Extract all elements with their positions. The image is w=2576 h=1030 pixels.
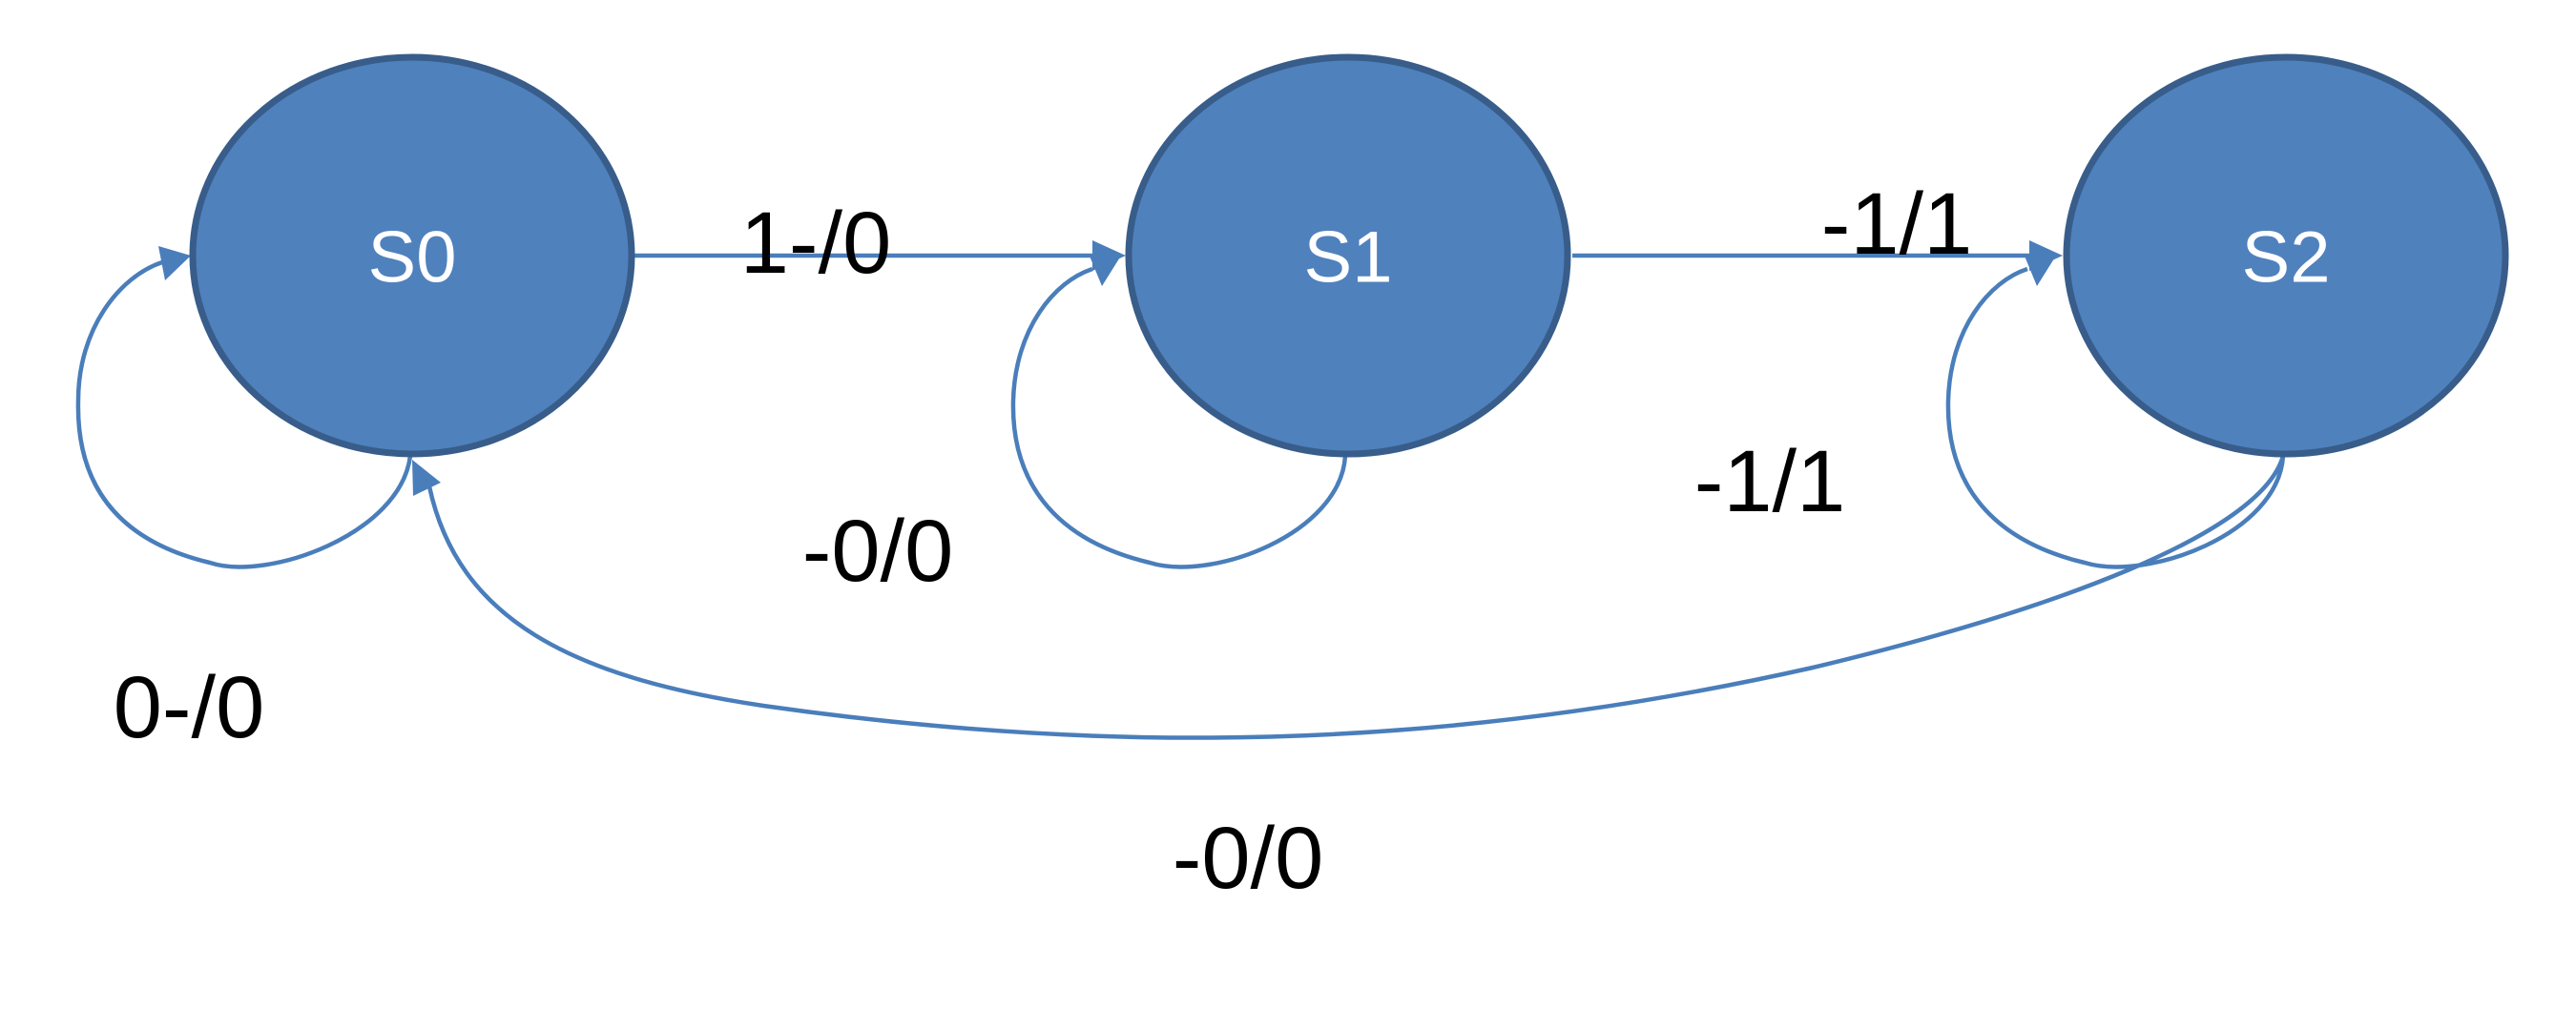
state-s1-circle bbox=[1125, 53, 1571, 458]
edge-s1-loop-arrowhead bbox=[1089, 254, 1121, 286]
edge-label-s2-s0: -0/0 bbox=[1173, 810, 1324, 907]
state-s0-label: S0 bbox=[368, 217, 457, 299]
edge-s2-s0-arrowhead bbox=[412, 460, 441, 496]
state-s0-circle bbox=[189, 53, 635, 458]
state-s1: S1 bbox=[1125, 53, 1571, 458]
transition-s2-to-s0 bbox=[412, 455, 2286, 740]
transition-s1-to-s2 bbox=[1572, 240, 2063, 271]
state-s1-label: S1 bbox=[1304, 217, 1393, 299]
edge-s1-loop-line bbox=[1010, 266, 1348, 569]
edge-label-s0-s1: 1-/0 bbox=[740, 195, 892, 292]
transition-s0-self-loop bbox=[75, 246, 413, 569]
state-s2-circle bbox=[2063, 53, 2509, 458]
edge-label-s2-loop: -1/1 bbox=[1694, 433, 1846, 530]
edge-s2-loop-line bbox=[1945, 266, 2286, 569]
edge-label-s0-loop: 0-/0 bbox=[114, 659, 265, 756]
transition-s1-self-loop bbox=[1010, 254, 1348, 569]
state-s2: S2 bbox=[2063, 53, 2509, 458]
state-s2-label: S2 bbox=[2242, 217, 2331, 299]
edge-s2-s0-line bbox=[426, 455, 2286, 740]
edge-label-s1-loop: -0/0 bbox=[802, 503, 954, 600]
transition-s2-self-loop bbox=[1945, 254, 2286, 569]
state-s0: S0 bbox=[189, 53, 635, 458]
edge-label-s1-s2: -1/1 bbox=[1821, 175, 1973, 273]
edge-s2-loop-arrowhead bbox=[2024, 254, 2056, 286]
edge-s0-loop-line bbox=[75, 259, 413, 569]
edge-s0-loop-arrowhead bbox=[158, 246, 191, 280]
